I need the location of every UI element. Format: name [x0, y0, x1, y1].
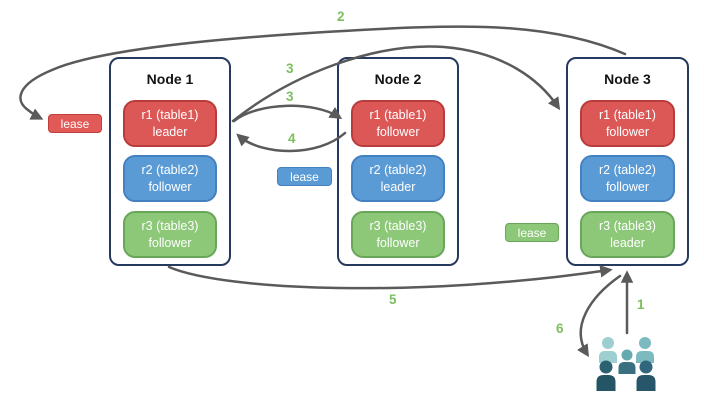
person-icon	[618, 349, 636, 374]
step-label-4: 4	[288, 131, 296, 146]
replica-role: follower	[148, 179, 192, 194]
person-icon	[636, 360, 656, 391]
node3-replica-r2: r2 (table2) follower	[580, 155, 675, 202]
person-icon	[599, 337, 617, 363]
replica-name: r1 (table1)	[599, 108, 656, 123]
replica-name: r3 (table3)	[369, 219, 427, 234]
lease-tag-table3: lease	[505, 223, 559, 242]
person-icon	[596, 360, 616, 391]
replica-name: r2 (table2)	[369, 163, 427, 178]
node1-replica-r1: r1 (table1) leader	[123, 100, 217, 147]
arrow-step-5	[167, 265, 613, 290]
replica-role: follower	[605, 124, 650, 139]
replica-name: r1 (table1)	[141, 108, 199, 123]
replica-role: leader	[152, 124, 188, 139]
step-label-5: 5	[389, 292, 397, 307]
step-label-1: 1	[637, 297, 645, 312]
lease-tag-table2: lease	[277, 167, 332, 186]
replica-role: leader	[380, 179, 416, 194]
node1-replica-r3: r3 (table3) follower	[123, 211, 217, 258]
person-icon	[636, 337, 654, 363]
replica-role: leader	[610, 235, 645, 250]
lease-tag-table1: lease	[48, 114, 102, 133]
node3-replica-r3: r3 (table3) leader	[580, 211, 675, 258]
replica-name: r3 (table3)	[141, 219, 199, 234]
replica-name: r2 (table2)	[599, 163, 656, 178]
replica-role: follower	[148, 235, 192, 250]
replica-name: r2 (table2)	[141, 163, 199, 178]
replica-name: r1 (table1)	[369, 108, 427, 123]
replica-role: follower	[605, 179, 650, 194]
users-icon	[596, 337, 656, 391]
step-label-3a: 3	[286, 61, 294, 76]
node2-replica-r2: r2 (table2) leader	[351, 155, 445, 202]
replica-name: r3 (table3)	[599, 219, 656, 234]
replica-role: follower	[376, 124, 420, 139]
node-3-box: Node 3 r1 (table1) follower r2 (table2) …	[566, 57, 689, 266]
step-label-3b: 3	[286, 89, 294, 104]
node3-replica-r1: r1 (table1) follower	[580, 100, 675, 147]
node-1-box: Node 1 r1 (table1) leader r2 (table2) fo…	[109, 57, 231, 266]
arrow-step-6	[577, 274, 622, 358]
arrow-step-3-to-node2	[232, 104, 343, 123]
node-1-title: Node 1	[146, 71, 194, 87]
step-label-6: 6	[556, 321, 564, 336]
node-3-title: Node 3	[604, 71, 651, 87]
node2-replica-r1: r1 (table1) follower	[351, 100, 445, 147]
node2-replica-r3: r3 (table3) follower	[351, 211, 445, 258]
step-label-2: 2	[337, 9, 345, 24]
node-2-title: Node 2	[374, 71, 422, 87]
replica-role: follower	[376, 235, 420, 250]
node1-replica-r2: r2 (table2) follower	[123, 155, 217, 202]
node-2-box: Node 2 r1 (table1) follower r2 (table2) …	[337, 57, 459, 266]
